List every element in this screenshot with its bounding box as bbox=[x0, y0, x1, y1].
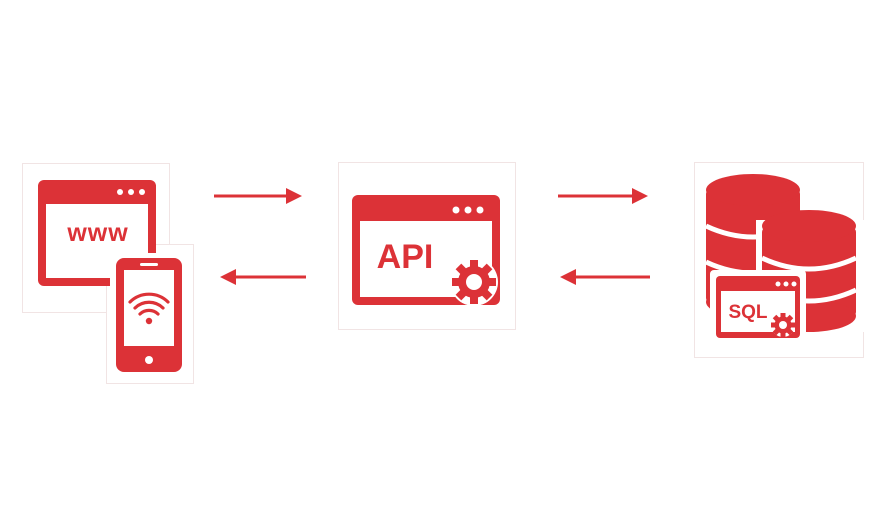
gear-icon bbox=[450, 258, 498, 306]
arrow-client-to-api bbox=[214, 188, 302, 204]
arrow-api-to-client bbox=[220, 269, 306, 285]
arrow-api-to-database bbox=[558, 188, 648, 204]
api-label: API bbox=[377, 238, 434, 276]
sql-label: SQL bbox=[728, 302, 767, 323]
arrow-database-to-api bbox=[560, 269, 650, 285]
browser-label: www bbox=[66, 219, 128, 247]
small-gear-icon bbox=[771, 313, 795, 337]
